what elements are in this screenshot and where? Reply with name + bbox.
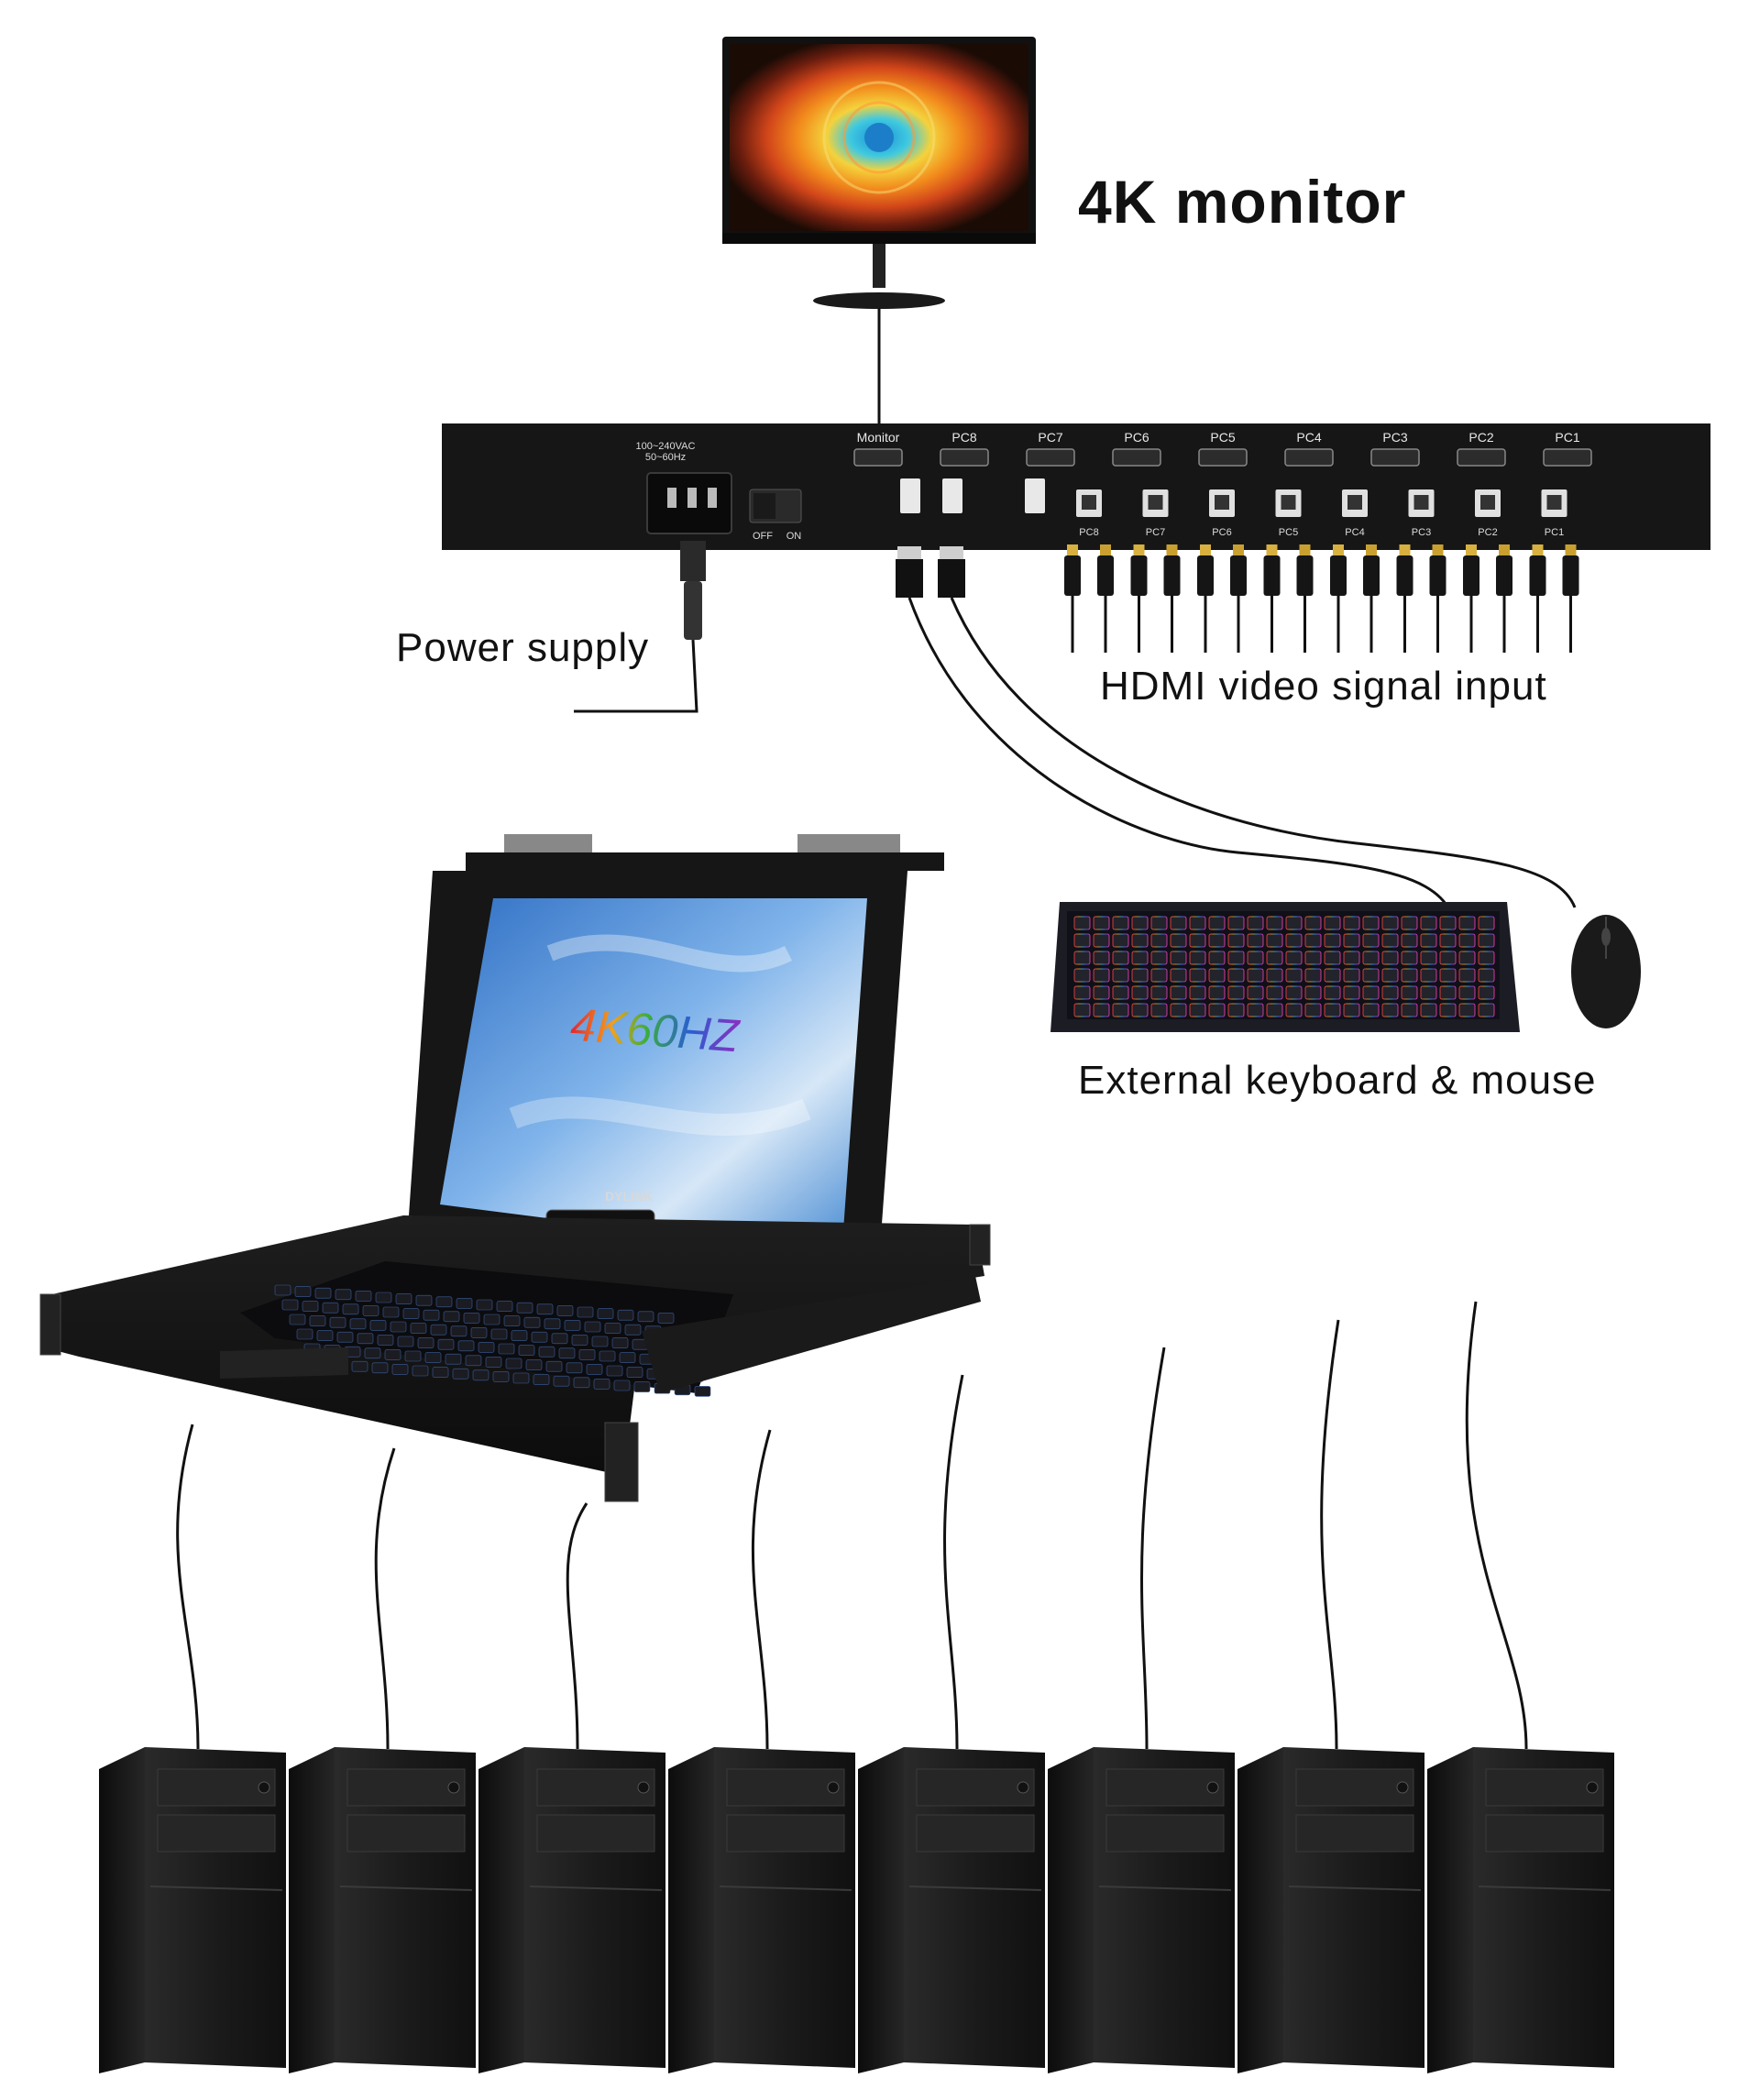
hdmi-port-label-pc6: PC6 — [1124, 430, 1149, 445]
usb-port-label-pc8: PC8 — [1079, 527, 1098, 538]
hdmi-port-pc4 — [1284, 448, 1334, 467]
hdmi-port-label-pc7: PC7 — [1038, 430, 1062, 445]
hdmi-port-label-pc2: PC2 — [1468, 430, 1493, 445]
hdmi-port-pc8 — [940, 448, 989, 467]
pc-tower-3 — [478, 1747, 666, 2073]
keyboard-cable — [908, 597, 1452, 912]
label-4k-monitor: 4K monitor — [1078, 168, 1407, 236]
mouse-cable — [950, 597, 1577, 908]
usb-port-label-pc3: PC3 — [1412, 527, 1431, 538]
usb-port-label-pc7: PC7 — [1146, 527, 1165, 538]
pc-cable-3 — [566, 1502, 588, 1750]
usb-port-label-pc1: PC1 — [1545, 527, 1564, 538]
hdmi-port-pc3 — [1370, 448, 1420, 467]
hdmi-port-pc2 — [1457, 448, 1506, 467]
hdmi-port-pc7 — [1026, 448, 1075, 467]
hdmi-port-label-pc4: PC4 — [1296, 430, 1321, 445]
hdmi-port-pc5 — [1198, 448, 1248, 467]
monitor-hdmi-port — [853, 448, 903, 467]
pc-tower-6 — [1048, 1747, 1235, 2073]
voltage-label-2: 50~60Hz — [645, 452, 686, 463]
console-brand: DYLINK — [605, 1189, 653, 1204]
hdmi-port-label-pc8: PC8 — [952, 430, 976, 445]
power-cable — [574, 541, 706, 713]
switch-off-label: OFF — [753, 531, 773, 542]
label-power-supply: Power supply — [396, 625, 650, 670]
voltage-label-1: 100~240VAC — [636, 441, 696, 452]
pc-tower-4 — [668, 1747, 855, 2073]
hdmi-cable-bundles — [1064, 544, 1579, 653]
pc-cables — [176, 1301, 1528, 1750]
hdmi-port-pc6 — [1112, 448, 1161, 467]
label-keyboard-mouse: External keyboard & mouse — [1078, 1058, 1597, 1103]
hdmi-port-label-pc1: PC1 — [1555, 430, 1579, 445]
kvm-usb-plugs — [896, 546, 965, 598]
usb-port-label-pc5: PC5 — [1279, 527, 1298, 538]
pc-tower-2 — [289, 1747, 476, 2073]
pc-cable-4 — [751, 1429, 772, 1750]
pc-tower-1 — [99, 1747, 286, 2073]
usb-port-label-pc6: PC6 — [1212, 527, 1231, 538]
pc-cable-1 — [176, 1424, 200, 1750]
keyboard-usb-port — [900, 478, 920, 513]
extra-usb-port — [1025, 478, 1045, 513]
4k-monitor — [722, 37, 1036, 309]
pc-cable-5 — [943, 1374, 964, 1750]
usb-port-label-pc2: PC2 — [1478, 527, 1497, 538]
rack-lcd-console: 4K60HZ DYLINK — [39, 834, 991, 1502]
label-hdmi-input: HDMI video signal input — [1100, 664, 1547, 709]
pc-towers — [99, 1747, 1614, 2073]
mouse-usb-port — [942, 478, 962, 513]
pc-tower-8 — [1427, 1747, 1614, 2073]
pc-tower-5 — [858, 1747, 1045, 2073]
usb-port-label-pc4: PC4 — [1345, 527, 1364, 538]
switch-on-label: ON — [786, 531, 802, 542]
hdmi-port-pc1 — [1543, 448, 1592, 467]
pc-cable-6 — [1140, 1347, 1166, 1750]
console-screen-text: 4K60HZ — [569, 999, 742, 1062]
external-keyboard — [1050, 902, 1520, 1032]
pc-cable-2 — [374, 1447, 396, 1750]
pc-cable-7 — [1320, 1319, 1340, 1750]
external-mouse — [1571, 915, 1641, 1028]
hdmi-port-label-pc5: PC5 — [1210, 430, 1235, 445]
pc-tower-7 — [1238, 1747, 1424, 2073]
pc-cable-8 — [1465, 1301, 1528, 1750]
monitor-port-label: Monitor — [857, 430, 900, 445]
hdmi-port-label-pc3: PC3 — [1382, 430, 1407, 445]
